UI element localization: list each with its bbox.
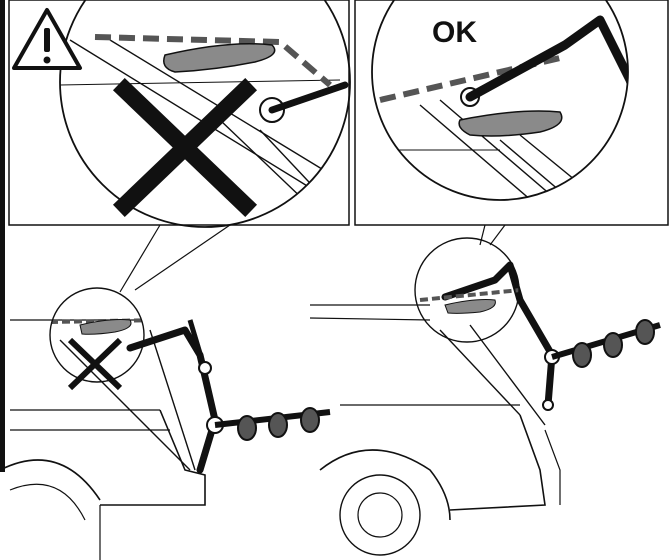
- car-ok: [309, 237, 661, 556]
- pad-shape-ok: [458, 110, 563, 137]
- small-x-mark-icon: [67, 337, 123, 391]
- wrong-closeup-circle: [59, 0, 351, 228]
- bike-cradles-left: [237, 407, 320, 441]
- detail-panel-ok: OK: [354, 0, 669, 226]
- x-mark-icon: [112, 77, 258, 218]
- small-callout-wrong: [49, 287, 145, 383]
- small-callout-ok: [414, 237, 520, 343]
- ok-closeup-circle: [371, 0, 629, 201]
- ok-label: OK: [432, 16, 477, 49]
- detail-panel-wrong: [0, 0, 351, 472]
- car-wrong: [0, 287, 331, 560]
- bike-cradles-right: [572, 319, 655, 368]
- pad-shape: [163, 43, 276, 73]
- ok-closeup: [372, 15, 628, 200]
- warning-triangle-icon: [12, 8, 82, 70]
